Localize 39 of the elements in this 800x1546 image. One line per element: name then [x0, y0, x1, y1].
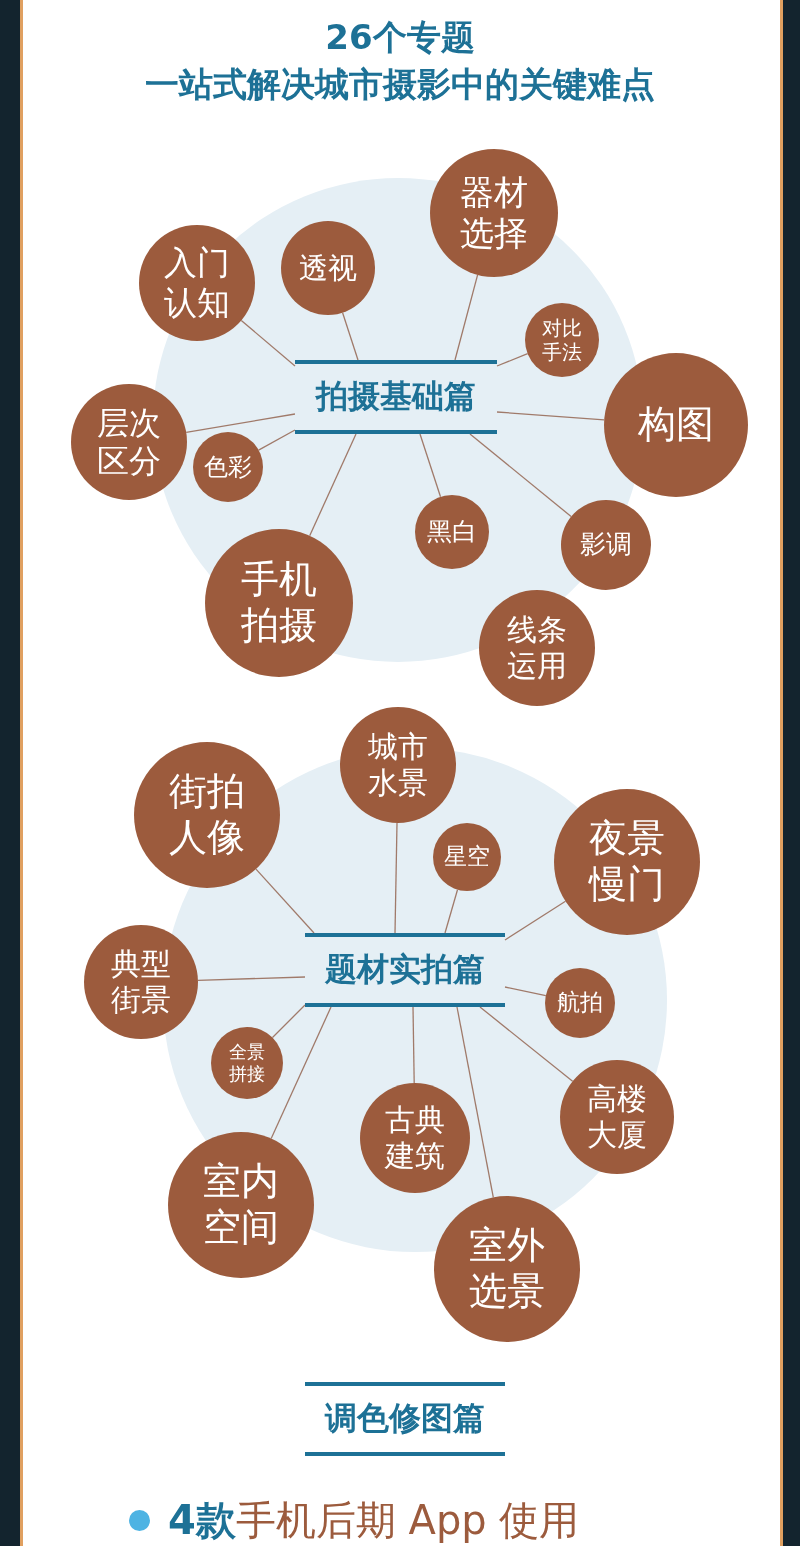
connector-line [419, 433, 442, 498]
connector-line [456, 1006, 494, 1198]
connector-line [257, 429, 296, 451]
topic-circle: 线条运用 [479, 590, 595, 706]
connector-line [341, 312, 359, 361]
topic-heading: 拍摄基础篇 [295, 360, 497, 434]
connector-line [271, 1004, 306, 1039]
connector-line [479, 1006, 574, 1082]
connector-line [255, 868, 315, 934]
topic-circle: 城市水景 [340, 707, 456, 823]
topic-circle: 室外选景 [434, 1196, 580, 1342]
topic-circle: 构图 [604, 353, 748, 497]
connector-line [197, 976, 306, 981]
connector-line [185, 413, 296, 434]
connector-line [504, 986, 547, 997]
bullet-text: 4款手机后期 App 使用 [168, 1496, 580, 1545]
connector-line [240, 319, 296, 367]
topic-circle: 室内空间 [168, 1132, 314, 1278]
topic-circle: 街拍人像 [134, 742, 280, 888]
connector-line [496, 353, 529, 367]
connector-line [309, 433, 357, 537]
connector-line [394, 822, 398, 934]
connector-line [444, 889, 459, 934]
connector-line [496, 411, 605, 421]
topic-circle: 影调 [561, 500, 651, 590]
subtitle: 一站式解决城市摄影中的关键难点 [144, 63, 656, 106]
connector-line [469, 433, 572, 518]
topic-circle: 器材选择 [430, 149, 558, 277]
connector-line [270, 1006, 332, 1140]
topic-circle: 层次区分 [71, 384, 187, 500]
section-heading: 调色修图篇 [305, 1382, 505, 1456]
connector-line [504, 900, 567, 941]
topic-circle: 夜景慢门 [554, 789, 700, 935]
topic-circle: 入门认知 [139, 225, 255, 341]
topic-heading: 题材实拍篇 [305, 933, 505, 1007]
topic-circle: 典型街景 [84, 925, 198, 1039]
title: 26个专题 [324, 16, 476, 59]
connector-line [454, 274, 479, 361]
connector-line [412, 1006, 415, 1084]
